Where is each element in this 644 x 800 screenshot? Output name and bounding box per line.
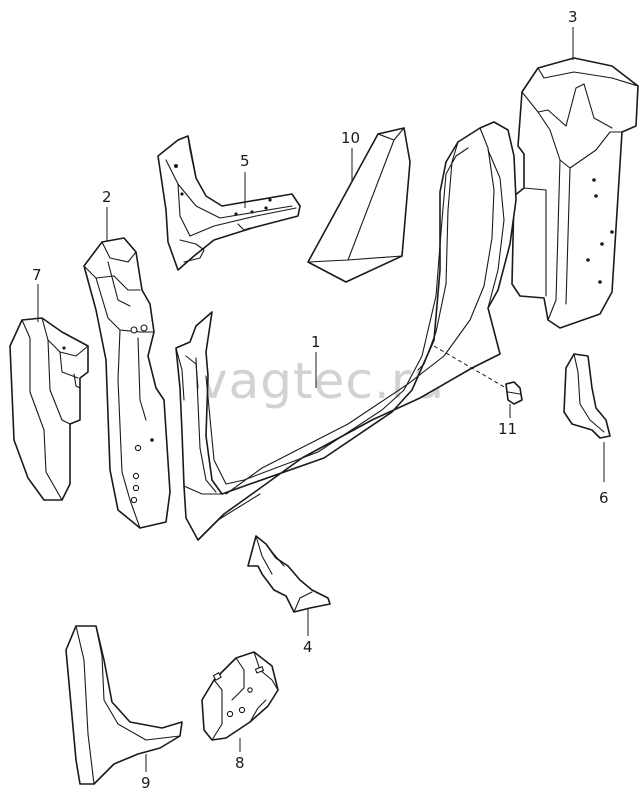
callout-11[interactable]: 11 bbox=[498, 420, 517, 438]
slot-marker bbox=[254, 666, 265, 674]
part-1-side-panel-frame[interactable] bbox=[175, 121, 517, 541]
part-9-lower-trim-panel[interactable] bbox=[65, 625, 183, 785]
hole-marker bbox=[238, 706, 246, 714]
part-7-inner-panel[interactable] bbox=[9, 317, 89, 501]
part-3-pillar-reinforcement[interactable] bbox=[511, 57, 639, 329]
callout-7[interactable]: 7 bbox=[32, 266, 42, 284]
callout-4[interactable]: 4 bbox=[303, 638, 313, 656]
hole-marker bbox=[598, 280, 602, 284]
callout-2[interactable]: 2 bbox=[102, 188, 112, 206]
hole-marker bbox=[180, 192, 184, 196]
part-6-reinforcement-plate[interactable] bbox=[563, 353, 611, 439]
hole-marker bbox=[62, 346, 66, 350]
slot-marker bbox=[212, 672, 222, 681]
callout-8[interactable]: 8 bbox=[235, 754, 245, 772]
callout-3[interactable]: 3 bbox=[568, 8, 578, 26]
callout-5[interactable]: 5 bbox=[240, 152, 250, 170]
hole-marker bbox=[594, 194, 598, 198]
hole-marker bbox=[234, 212, 238, 216]
hole-marker bbox=[134, 444, 142, 452]
part-11-clip[interactable] bbox=[505, 381, 523, 405]
hole-marker bbox=[247, 687, 253, 693]
hole-marker bbox=[610, 230, 614, 234]
hole-marker bbox=[268, 198, 272, 202]
callout-9[interactable]: 9 bbox=[141, 774, 151, 792]
hole-marker bbox=[140, 324, 148, 332]
hole-marker bbox=[250, 210, 254, 214]
callout-6[interactable]: 6 bbox=[599, 489, 609, 507]
part-2-a-pillar-reinforcement[interactable] bbox=[83, 237, 171, 529]
callout-10[interactable]: 10 bbox=[341, 129, 360, 147]
hole-marker bbox=[226, 710, 234, 718]
hole-marker bbox=[132, 472, 140, 480]
hole-marker bbox=[130, 326, 138, 334]
hole-marker bbox=[592, 178, 596, 182]
part-8-hinge-bracket[interactable] bbox=[201, 651, 279, 741]
hole-marker bbox=[264, 206, 268, 210]
hole-marker bbox=[150, 438, 154, 442]
hole-marker bbox=[600, 242, 604, 246]
hole-marker bbox=[130, 496, 138, 504]
part-10-insert-strip[interactable] bbox=[307, 127, 411, 283]
hole-marker bbox=[174, 164, 178, 168]
hole-marker bbox=[132, 484, 140, 492]
callout-1[interactable]: 1 bbox=[311, 333, 321, 351]
hole-marker bbox=[586, 258, 590, 262]
part-4-sill-bracket[interactable] bbox=[247, 535, 331, 613]
part-5-pillar-bracket[interactable] bbox=[157, 135, 301, 271]
